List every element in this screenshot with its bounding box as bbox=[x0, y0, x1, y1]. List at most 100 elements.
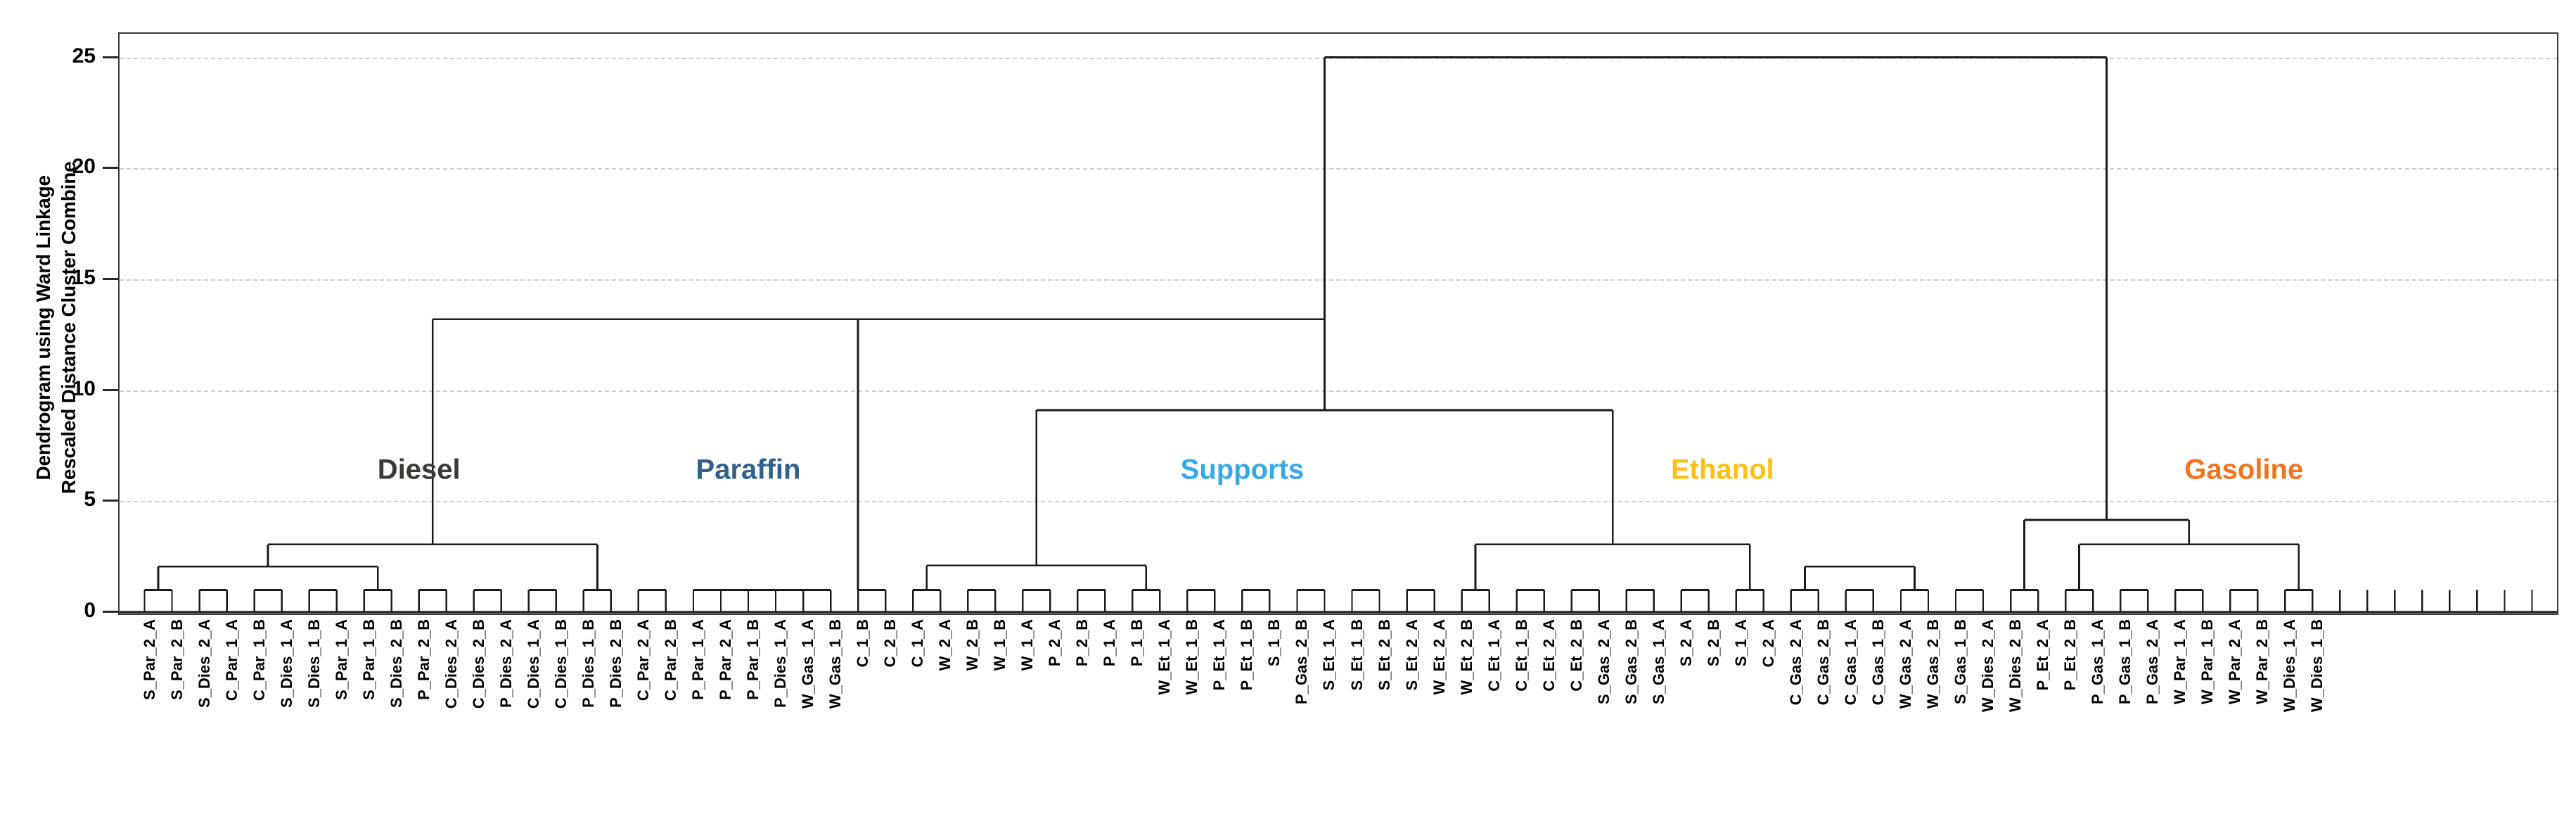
y-tick-label-0: 0 bbox=[84, 599, 96, 622]
leaf-label: C_Gas_1_B bbox=[1869, 619, 1887, 706]
leaf-label: P_Gas_2_B bbox=[1293, 619, 1311, 705]
leaf-label: S_Dies_2_B bbox=[387, 619, 405, 708]
y-tick-mark-20 bbox=[103, 167, 118, 170]
leaf-label: C_Par_2_A bbox=[634, 619, 652, 701]
leaf-label: P_Par_2_B bbox=[414, 619, 432, 700]
leaf-label: W_2_A bbox=[936, 619, 954, 671]
leaf-label: C_Dies_1_A bbox=[524, 619, 542, 709]
gridline-15 bbox=[120, 279, 2557, 281]
leaf-label: W_Dies_2_B bbox=[2006, 619, 2025, 713]
y-tick-label-10: 10 bbox=[72, 376, 96, 400]
leaf-label: W_Gas_1_B bbox=[826, 619, 845, 709]
leaf-label: W_Gas_2_A bbox=[1896, 619, 1914, 709]
leaf-label: C_Et_2_B bbox=[1567, 619, 1585, 692]
leaf-label: S_2_B bbox=[1704, 619, 1722, 667]
leaf-label: S_Et_1_A bbox=[1320, 619, 1338, 691]
y-tick-label-25: 25 bbox=[72, 44, 96, 68]
leaf-label: C_Par_1_B bbox=[250, 619, 268, 701]
leaf-label: W_Dies_2_A bbox=[1979, 619, 1997, 713]
leaf-label: C_Dies_2_A bbox=[442, 619, 460, 709]
leaf-label: P_1_B bbox=[1128, 619, 1146, 667]
leaf-label: W_2_B bbox=[963, 619, 982, 671]
y-tick-mark-25 bbox=[103, 56, 118, 58]
leaf-label: C_1_B bbox=[854, 619, 872, 668]
leaf-label: W_Dies_1_A bbox=[2281, 619, 2299, 713]
dendrogram-tree bbox=[120, 56, 2557, 613]
leaf-label: C_1_A bbox=[909, 619, 927, 668]
leaf-label: C_Dies_2_B bbox=[469, 619, 487, 709]
leaf-label: P_Par_1_A bbox=[688, 619, 707, 700]
leaf-label: W_1_A bbox=[1018, 619, 1037, 671]
leaf-label: S_1_A bbox=[1731, 619, 1750, 667]
gridline-5 bbox=[120, 501, 2557, 503]
gridline-20 bbox=[120, 168, 2557, 170]
leaf-label: W_1_B bbox=[991, 619, 1009, 671]
leaf-label: S_1_B bbox=[1265, 619, 1283, 667]
leaf-label: S_Dies_1_A bbox=[277, 619, 295, 708]
leaf-label: W_Par_1_A bbox=[2171, 619, 2189, 705]
y-tick-label-5: 5 bbox=[84, 488, 96, 511]
leaf-label: S_Par_2_A bbox=[140, 619, 158, 700]
leaf-label: C_2_A bbox=[1759, 619, 1777, 668]
leaf-label: P_Dies_1_A bbox=[771, 619, 790, 708]
leaf-label: S_Par_1_A bbox=[332, 619, 350, 700]
leaf-label: C_Gas_2_A bbox=[1786, 619, 1805, 706]
leaf-label: P_Et_2_A bbox=[2034, 619, 2052, 691]
y-tick-mark-15 bbox=[103, 277, 118, 280]
leaf-label: P_Et_1_B bbox=[1238, 619, 1256, 691]
leaf-label: C_Et_1_A bbox=[1485, 619, 1503, 692]
cluster-label-paraffin: Paraffin bbox=[696, 454, 801, 485]
leaf-label: C_2_B bbox=[881, 619, 899, 668]
leaf-label: S_Par_1_B bbox=[359, 619, 378, 700]
y-tick-mark-5 bbox=[103, 500, 118, 502]
y-axis-title-line-2: Rescaled Distance Cluster Combine bbox=[58, 161, 79, 495]
y-tick-mark-0 bbox=[103, 611, 118, 613]
leaf-label: C_Et_2_A bbox=[1539, 619, 1558, 692]
cluster-label-supports: Supports bbox=[1180, 454, 1305, 485]
leaf-label: P_Gas_1_A bbox=[2089, 619, 2107, 705]
leaf-label: P_Dies_2_A bbox=[496, 619, 515, 708]
leaf-label: S_Dies_1_B bbox=[305, 619, 323, 708]
gridline-10 bbox=[120, 390, 2557, 392]
leaf-label: W_Par_1_B bbox=[2198, 619, 2217, 705]
leaf-label: S_Dies_2_A bbox=[195, 619, 213, 708]
y-axis-title-line-1: Dendrogram using Ward Linkage bbox=[32, 175, 55, 481]
y-tick-label-15: 15 bbox=[72, 265, 96, 289]
leaf-label: S_Et_2_A bbox=[1402, 619, 1421, 691]
leaf-label: P_Dies_1_B bbox=[579, 619, 597, 708]
leaf-label: P_Dies_2_B bbox=[606, 619, 624, 708]
leaf-label: C_Gas_2_B bbox=[1814, 619, 1832, 706]
leaf-label: S_Et_2_B bbox=[1375, 619, 1393, 691]
leaf-label: P_Par_1_B bbox=[744, 619, 762, 700]
cluster-label-ethanol: Ethanol bbox=[1670, 454, 1774, 485]
leaf-label: S_Par_2_B bbox=[167, 619, 186, 700]
leaf-label: S_Gas_2_B bbox=[1622, 619, 1640, 705]
leaf-label: S_Gas_1_B bbox=[1952, 619, 1969, 705]
leaf-label: S_Et_1_B bbox=[1347, 619, 1366, 691]
leaf-label: C_Gas_1_A bbox=[1841, 619, 1859, 706]
y-tick-mark-10 bbox=[103, 388, 118, 391]
leaf-label: S_Gas_2_A bbox=[1594, 619, 1613, 705]
leaf-label: W_Et_1_B bbox=[1183, 619, 1201, 695]
leaf-label: P_2_A bbox=[1046, 619, 1064, 667]
leaf-label: S_2_A bbox=[1677, 619, 1695, 667]
leaf-label: W_Par_2_A bbox=[2226, 619, 2244, 705]
leaf-label: P_Et_1_A bbox=[1210, 619, 1229, 691]
leaf-label: P_Par_2_A bbox=[716, 619, 734, 700]
leaf-label: C_Dies_1_B bbox=[551, 619, 570, 709]
cluster-label-gasoline: Gasoline bbox=[2184, 454, 2304, 485]
leaf-label: W_Par_2_B bbox=[2253, 619, 2271, 705]
leaf-label: W_Et_1_A bbox=[1155, 619, 1174, 695]
leaf-label: W_Gas_1_A bbox=[799, 619, 817, 709]
leaf-label: P_1_A bbox=[1101, 619, 1119, 667]
leaf-label: C_Et_1_B bbox=[1512, 619, 1530, 692]
leaf-label: P_Gas_2_A bbox=[2144, 619, 2162, 705]
leaf-label: P_Gas_1_B bbox=[2116, 619, 2134, 705]
leaf-label: W_Dies_1_B bbox=[2308, 619, 2326, 713]
leaf-label: W_Gas_2_B bbox=[1923, 619, 1942, 709]
leaf-label: W_Et_2_B bbox=[1457, 619, 1475, 695]
leaf-label: W_Et_2_A bbox=[1430, 619, 1448, 695]
